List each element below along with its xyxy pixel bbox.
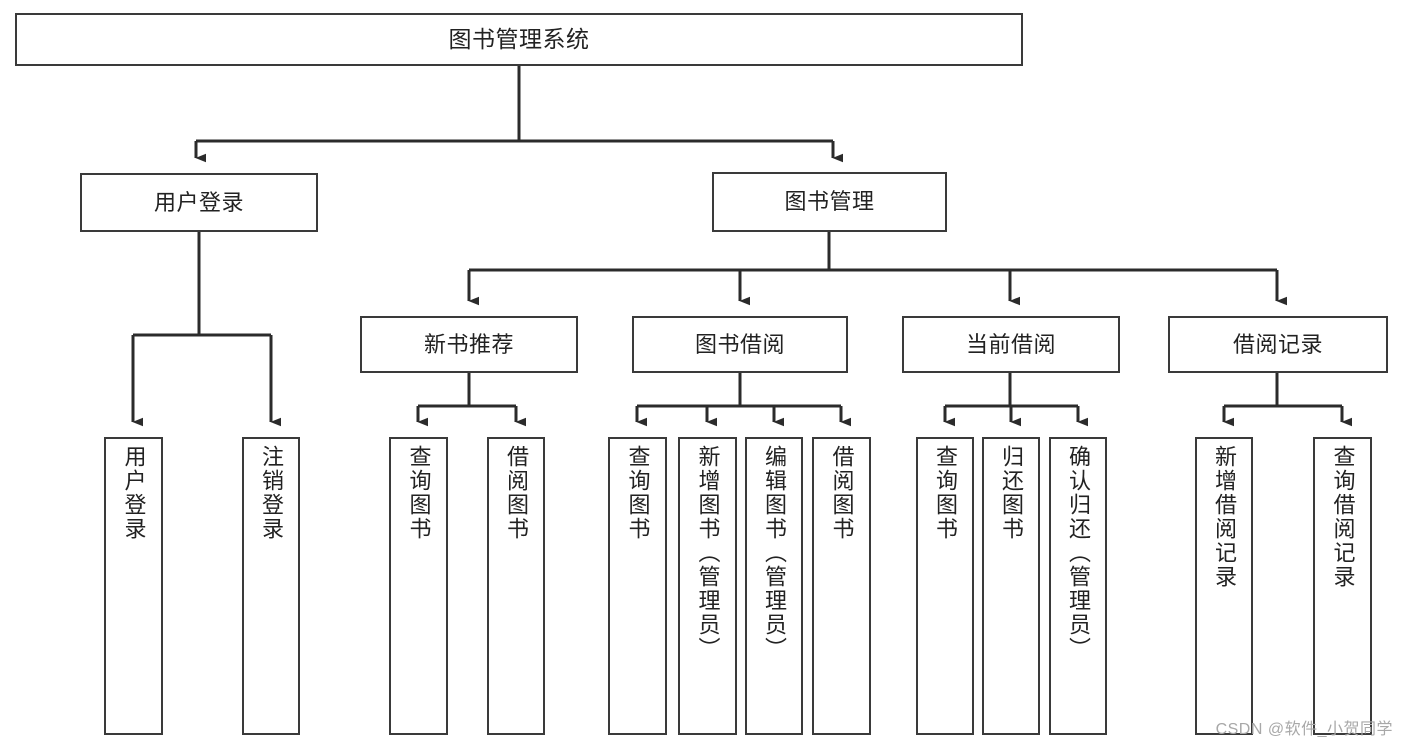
- connector-new-book-recommend-to-leaves: [416, 373, 526, 427]
- node-leaf-add-book-admin[interactable]: 新增图书（管理员）: [678, 437, 737, 735]
- node-leaf-borrow-book-recommend[interactable]: 借阅图书: [487, 437, 545, 735]
- node-leaf-edit-book-admin-label: 编辑图书（管理员）: [762, 445, 787, 661]
- node-leaf-confirm-return-admin[interactable]: 确认归还（管理员）: [1049, 437, 1107, 735]
- connector-user-login-to-leaves: [131, 232, 281, 427]
- node-leaf-query-book-borrow-label: 查询图书: [625, 445, 651, 541]
- node-new-book-recommend-label: 新书推荐: [423, 331, 514, 357]
- node-root[interactable]: 图书管理系统: [15, 13, 1023, 66]
- node-leaf-query-borrow-record-label: 查询借阅记录: [1330, 445, 1356, 589]
- node-current-borrow[interactable]: 当前借阅: [902, 316, 1120, 373]
- node-leaf-borrow-book-label: 借阅图书: [829, 445, 855, 541]
- connector-borrow-record-to-leaves: [1222, 373, 1352, 427]
- node-leaf-logout[interactable]: 注销登录: [242, 437, 300, 735]
- connector-current-borrow-to-leaves: [943, 373, 1088, 427]
- node-current-borrow-label: 当前借阅: [965, 331, 1056, 357]
- node-leaf-add-book-admin-label: 新增图书（管理员）: [695, 445, 721, 661]
- node-book-borrow-label: 图书借阅: [694, 331, 785, 357]
- connector-book-borrow-to-leaves: [635, 373, 851, 427]
- connector-root-to-level1: [194, 66, 843, 163]
- connector-book-management-to-level2: [467, 232, 1287, 306]
- node-leaf-return-book[interactable]: 归还图书: [982, 437, 1040, 735]
- node-leaf-query-book-current[interactable]: 查询图书: [916, 437, 974, 735]
- node-leaf-query-book-recommend[interactable]: 查询图书: [389, 437, 448, 735]
- node-leaf-return-book-label: 归还图书: [999, 445, 1024, 541]
- node-leaf-borrow-book-recommend-label: 借阅图书: [504, 445, 529, 541]
- node-new-book-recommend[interactable]: 新书推荐: [360, 316, 578, 373]
- node-book-management[interactable]: 图书管理: [712, 172, 947, 232]
- node-borrow-record-label: 借阅记录: [1232, 331, 1323, 357]
- node-leaf-query-borrow-record[interactable]: 查询借阅记录: [1313, 437, 1372, 735]
- node-leaf-query-book-recommend-label: 查询图书: [406, 445, 432, 541]
- node-leaf-user-login[interactable]: 用户登录: [104, 437, 163, 735]
- node-leaf-edit-book-admin[interactable]: 编辑图书（管理员）: [745, 437, 803, 735]
- node-root-label: 图书管理系统: [448, 25, 590, 52]
- node-user-login[interactable]: 用户登录: [80, 173, 318, 232]
- node-leaf-logout-label: 注销登录: [259, 445, 284, 541]
- node-user-login-label: 用户登录: [153, 189, 244, 215]
- node-leaf-user-login-label: 用户登录: [121, 445, 147, 541]
- node-leaf-add-borrow-record[interactable]: 新增借阅记录: [1195, 437, 1253, 735]
- node-leaf-query-book-current-label: 查询图书: [933, 445, 958, 541]
- node-book-management-label: 图书管理: [784, 189, 875, 215]
- node-leaf-borrow-book[interactable]: 借阅图书: [812, 437, 871, 735]
- node-leaf-query-book-borrow[interactable]: 查询图书: [608, 437, 667, 735]
- node-leaf-add-borrow-record-label: 新增借阅记录: [1212, 445, 1237, 589]
- node-leaf-confirm-return-admin-label: 确认归还（管理员）: [1066, 445, 1091, 661]
- node-book-borrow[interactable]: 图书借阅: [632, 316, 848, 373]
- node-borrow-record[interactable]: 借阅记录: [1168, 316, 1388, 373]
